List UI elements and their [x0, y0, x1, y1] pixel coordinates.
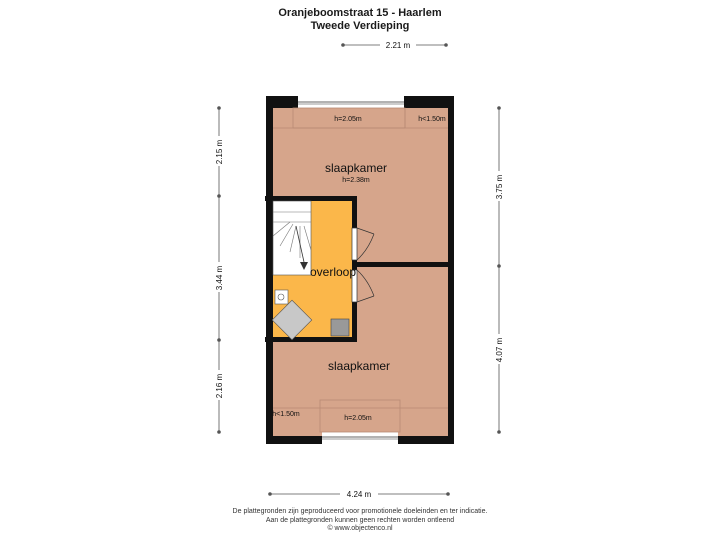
- footer-line-3: © www.objectenco.nl: [327, 525, 393, 532]
- dim-right-top: 3.75 m: [495, 174, 504, 199]
- appliance-fixture: [330, 318, 350, 337]
- bedroom-divider-wall: [352, 262, 448, 267]
- dim-right-bottom-group: 4.07 m: [494, 334, 504, 364]
- landing-wall-right: [352, 196, 357, 340]
- dim-left-bottom-group: 2.16 m: [214, 370, 224, 400]
- dim-left-mid-group: 3.44 m: [214, 262, 224, 292]
- dim-bottom: 4.24 m: [347, 490, 372, 499]
- cabinet-fixture: [271, 299, 313, 341]
- sink-fixture: [274, 289, 289, 305]
- dim-left-top-group: 2.15 m: [214, 136, 224, 166]
- dim-left-bottom: 2.16 m: [215, 373, 224, 398]
- landing-wall-bottom: [265, 337, 357, 342]
- bottom-window: [322, 432, 398, 444]
- dim-top: 2.21 m: [386, 41, 411, 50]
- height-top-right: h<1.50m: [418, 116, 446, 123]
- landing-wall-top: [265, 196, 357, 201]
- dormer-outlines: [273, 107, 448, 433]
- room-height-top: h=2.38m: [342, 177, 370, 184]
- dim-left-mid: 3.44 m: [215, 265, 224, 290]
- footer-line-1: De plattegronden zijn geproduceerd voor …: [232, 508, 488, 515]
- room-label-slaapkamer-top: slaapkamer: [325, 161, 387, 175]
- height-bottom-dormer: h=2.05m: [344, 415, 372, 422]
- disclaimer-footer: De plattegronden zijn geproduceerd voor …: [0, 508, 720, 534]
- room-label-overloop: overloop: [310, 265, 356, 279]
- height-bottom-left: h<1.50m: [272, 411, 300, 418]
- dim-right-bottom: 4.07 m: [495, 337, 504, 362]
- page-subtitle: Tweede Verdieping: [310, 20, 410, 32]
- footer-line-2: Aan de plattegronden kunnen geen rechten…: [265, 516, 455, 524]
- doors: [351, 227, 375, 303]
- dim-right-top-group: 3.75 m: [494, 171, 504, 201]
- room-label-slaapkamer-bottom: slaapkamer: [328, 359, 390, 373]
- page-title: Oranjeboomstraat 15 - Haarlem: [278, 7, 442, 19]
- dim-left-top: 2.15 m: [215, 139, 224, 164]
- height-top-dormer: h=2.05m: [334, 116, 362, 123]
- staircase: [272, 200, 312, 276]
